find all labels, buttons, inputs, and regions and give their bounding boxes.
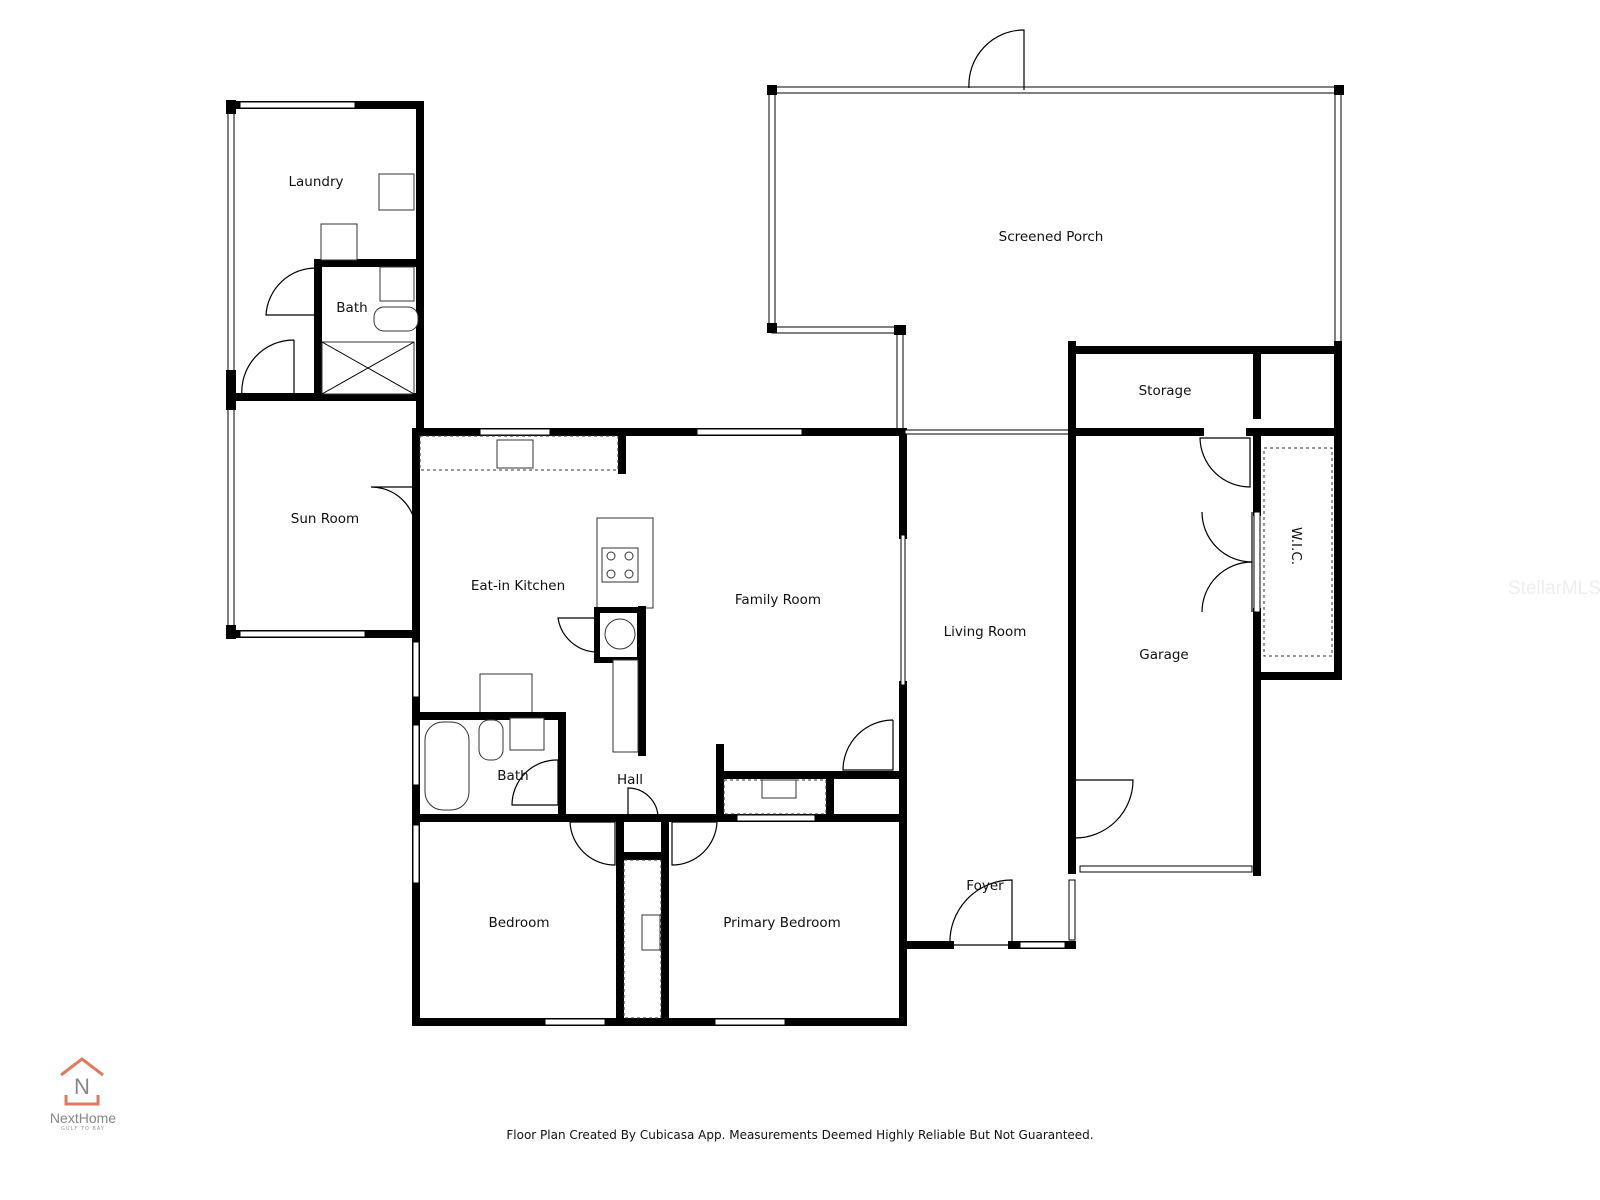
label-bath-upper: Bath <box>336 300 367 316</box>
footer-disclaimer: Floor Plan Created By Cubicasa App. Meas… <box>506 1128 1094 1142</box>
label-eat-in-kitchen: Eat-in Kitchen <box>471 578 565 594</box>
logo-name: NextHome <box>49 1110 117 1126</box>
label-storage: Storage <box>1139 383 1192 399</box>
logo-tagline: GULF TO BAY <box>61 1126 105 1132</box>
room-labels: Laundry Bath Sun Room Screened Porch Sto… <box>288 174 1304 931</box>
label-bath-lower: Bath <box>497 768 528 784</box>
label-garage: Garage <box>1139 647 1188 663</box>
label-laundry: Laundry <box>288 174 343 190</box>
logo-letter: N <box>74 1074 90 1099</box>
screened-porch-walls <box>767 29 1344 433</box>
label-bedroom: Bedroom <box>488 915 549 931</box>
watermark: StellarMLS <box>1508 578 1600 599</box>
label-foyer: Foyer <box>966 878 1004 894</box>
label-living-room: Living Room <box>944 624 1027 640</box>
nexthome-logo: NextHome GULF TO BAY <box>38 1055 128 1132</box>
garage-walls <box>1068 341 1342 876</box>
label-hall: Hall <box>617 772 643 788</box>
label-primary-bedroom: Primary Bedroom <box>723 915 841 931</box>
label-screened-porch: Screened Porch <box>999 229 1104 245</box>
label-sun-room: Sun Room <box>291 511 359 527</box>
left-wing-walls <box>226 100 424 639</box>
label-wic: W.I.C. <box>1288 527 1304 565</box>
label-family-room: Family Room <box>735 592 821 608</box>
nexthome-logo-mark: N <box>60 1057 104 1106</box>
